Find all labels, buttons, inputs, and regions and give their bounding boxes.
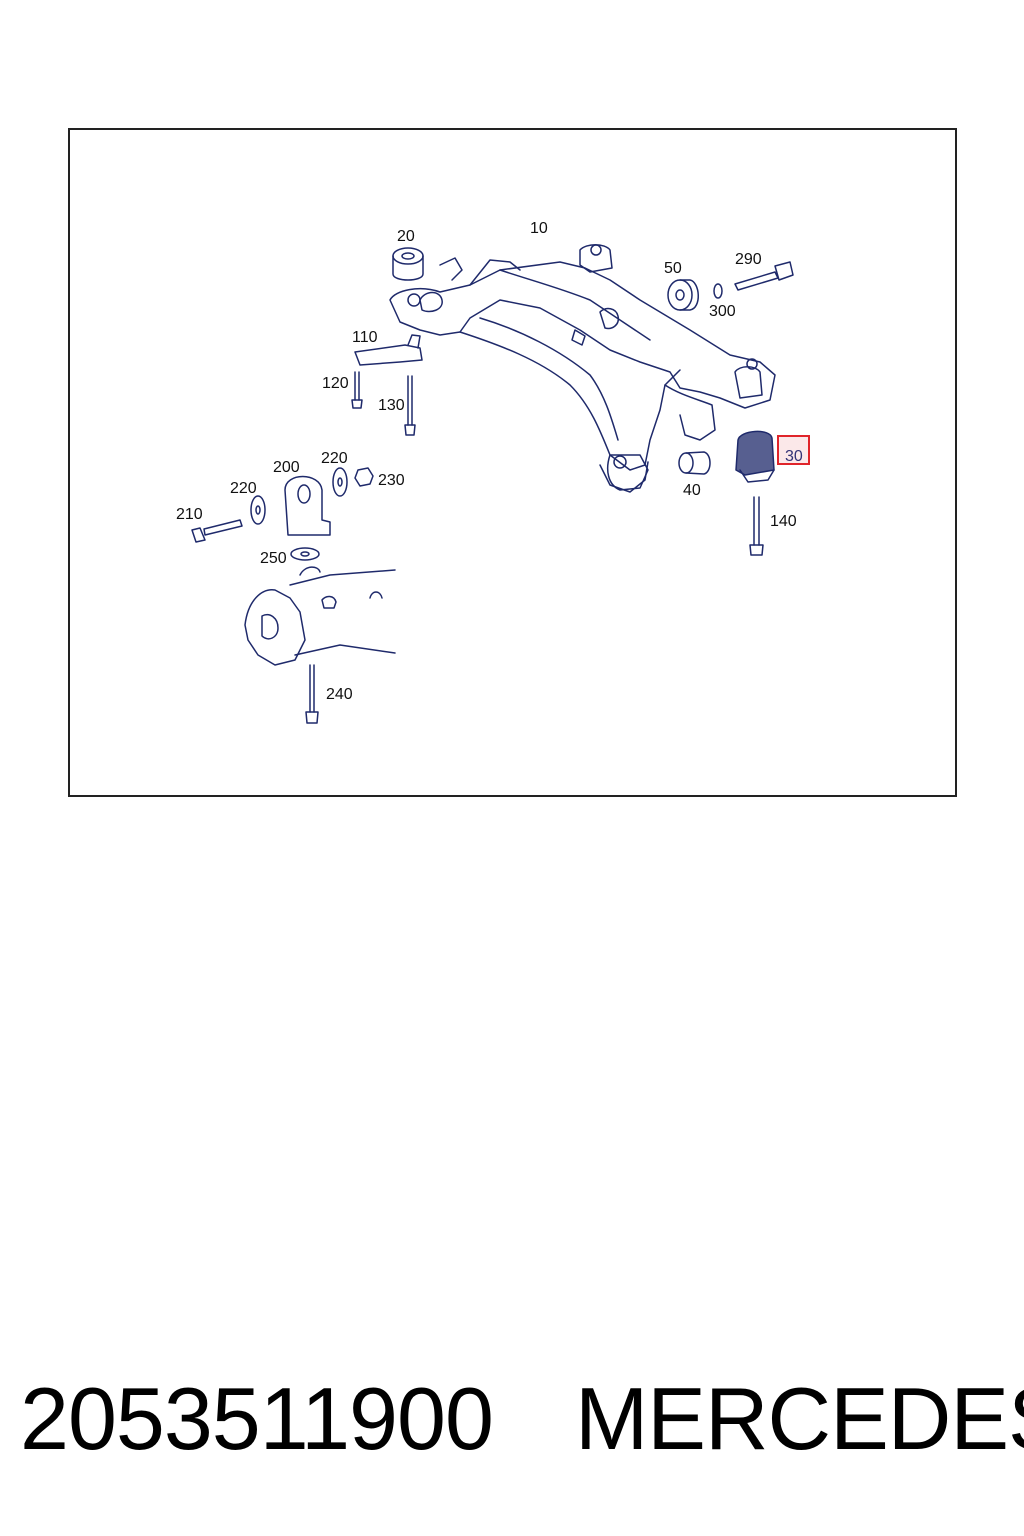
bolt-240	[305, 664, 319, 724]
callout-120: 120	[322, 375, 349, 392]
bracket-110	[354, 334, 423, 366]
washer-220-left	[250, 495, 266, 525]
callout-220-left: 220	[230, 480, 257, 497]
callout-130: 130	[378, 397, 405, 414]
bolt-130	[404, 375, 416, 436]
callout-300: 300	[709, 303, 736, 320]
callout-220-right: 220	[321, 450, 348, 467]
callout-40: 40	[683, 482, 701, 499]
bushing-20	[392, 247, 424, 281]
callout-10: 10	[530, 220, 548, 237]
callout-250: 250	[260, 550, 287, 567]
bolt-290	[734, 261, 794, 291]
washer-300	[713, 283, 723, 299]
callout-230: 230	[378, 472, 405, 489]
callout-240: 240	[326, 686, 353, 703]
callout-200: 200	[273, 459, 300, 476]
callout-20: 20	[397, 228, 415, 245]
callout-labels: 10 20 30 40 50 110 120 130 140 200 210 2…	[176, 220, 803, 703]
highlight-box	[777, 435, 810, 465]
subframe-assembly	[389, 244, 776, 493]
mount-30	[735, 430, 775, 483]
brand-name: MERCEDES	[575, 1369, 1024, 1468]
washer-220-right	[332, 467, 348, 497]
callout-30: 30	[785, 448, 803, 465]
callout-110: 110	[352, 329, 378, 346]
differential-housing	[244, 566, 396, 666]
washer-250	[290, 547, 320, 561]
callout-140: 140	[770, 513, 797, 530]
bushing-50	[667, 279, 699, 311]
bracket-200	[284, 475, 331, 536]
bushing-40	[678, 451, 711, 475]
part-number: 2053511900	[20, 1369, 494, 1468]
callout-210: 210	[176, 506, 203, 523]
bolt-140	[749, 496, 764, 556]
caption: 2053511900 MERCEDES	[0, 1368, 1024, 1468]
bolt-120	[351, 371, 363, 409]
diagram-frame	[68, 128, 957, 797]
bolt-210	[191, 519, 243, 543]
nut-230	[354, 467, 374, 487]
callout-50: 50	[664, 260, 682, 277]
callout-290: 290	[735, 251, 762, 268]
